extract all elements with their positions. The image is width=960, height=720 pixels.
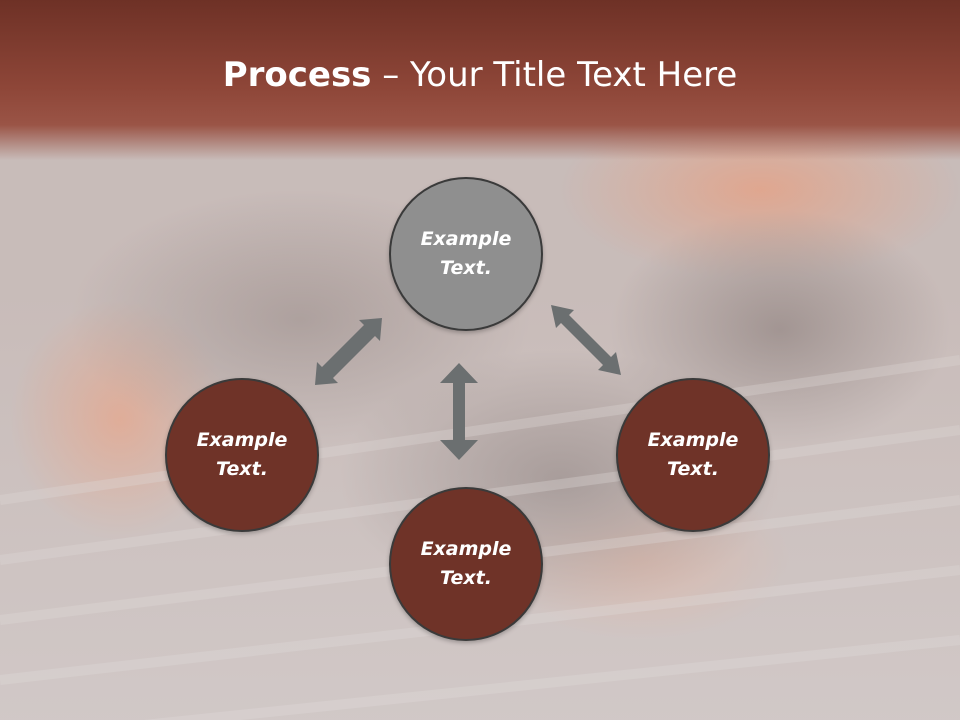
node-right-label: Example Text. xyxy=(647,429,739,480)
vertical-arrow xyxy=(440,363,478,460)
left-diagonal-arrow xyxy=(315,318,382,385)
slide-title: Process – Your Title Text Here xyxy=(0,52,960,98)
node-left-label: Example Text. xyxy=(196,429,288,480)
node-top-label: Example Text. xyxy=(420,228,512,279)
right-diagonal-arrow xyxy=(551,305,621,375)
process-node-left: Example Text. xyxy=(165,378,319,532)
title-bold: Process xyxy=(222,55,372,95)
process-node-bottom: Example Text. xyxy=(389,487,543,641)
title-text: – Your Title Text Here xyxy=(371,55,738,95)
process-node-right: Example Text. xyxy=(616,378,770,532)
title-bar xyxy=(0,0,960,160)
process-node-top: Example Text. xyxy=(389,177,543,331)
node-bottom-label: Example Text. xyxy=(420,538,512,589)
